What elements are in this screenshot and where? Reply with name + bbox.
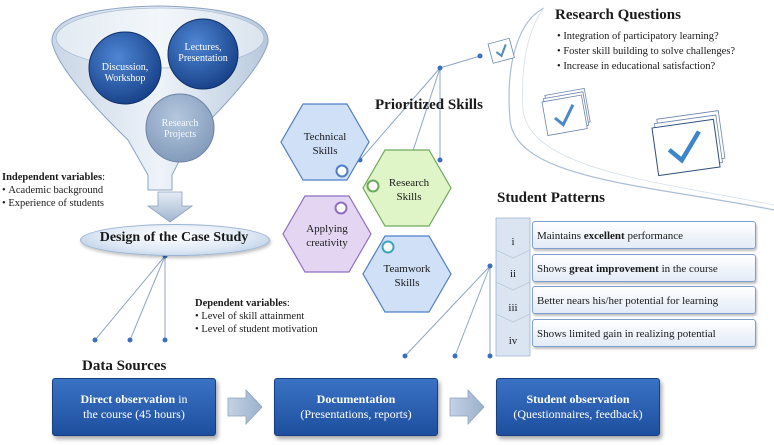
funnel-label-discussion: Discussion, Workshop: [101, 62, 149, 84]
pattern-number-4: iv: [508, 335, 518, 347]
research-questions-title: Research Questions: [555, 7, 681, 23]
source-box-subtitle: (Questionnaires, feedback): [513, 407, 643, 421]
source-box-subtitle: the course (45 hours): [83, 407, 185, 421]
source-box-title: Direct observation: [80, 392, 176, 406]
source-box-title: Documentation: [316, 392, 396, 406]
source-box-title: Student observation: [526, 392, 630, 406]
pattern-text: Shows: [537, 263, 570, 275]
patterns-connector-dots: [402, 263, 493, 359]
skills-connectors: [359, 55, 481, 161]
dependent-variables-title: Dependent variables: [195, 298, 287, 309]
source-box-direct-observation: Direct observation in the course (45 hou…: [52, 378, 216, 436]
pattern-text: Maintains: [537, 230, 584, 242]
funnel-circle-discussion: [88, 31, 162, 105]
funnel-shape: [51, 5, 269, 191]
list-item: Experience of students: [2, 197, 105, 210]
source-box-student-observation: Student observation (Questionnaires, fee…: [496, 378, 660, 436]
pattern-number-3: iii: [508, 302, 518, 314]
pattern-text: performance: [624, 230, 684, 242]
list-item: Academic background: [2, 184, 105, 197]
hex-research: [362, 149, 452, 227]
pattern-text-bold: excellent: [583, 230, 625, 242]
pattern-text: Shows limited gain in realizing potentia…: [537, 328, 716, 340]
independent-variables-title: Independent variables: [2, 172, 103, 183]
pattern-row-4: Shows limited gain in realizing potentia…: [532, 319, 756, 347]
list-item: Level of skill attainment: [195, 310, 318, 323]
list-item: Foster skill building to solve challenge…: [557, 44, 735, 59]
patterns-bar-chevrons: [495, 249, 531, 323]
divider-curve: [508, 7, 774, 211]
patterns-connectors: [404, 265, 491, 357]
hex-label-teamwork: Teamwork Skills: [383, 263, 431, 289]
pattern-row-1: Maintains excellent performance: [532, 221, 756, 249]
checklist-icon-small: [487, 37, 515, 64]
funnel-circle-lectures: [167, 18, 239, 90]
arrow-right-2: [449, 388, 485, 426]
funnel-circle-research: [145, 93, 215, 163]
design-connectors: [94, 255, 166, 341]
arrow-right-1: [227, 388, 263, 426]
list-item: Increase in educational satisfaction?: [557, 59, 735, 74]
checklist-icon-medium: [541, 87, 591, 136]
source-box-subtitle: (Presentations, reports): [300, 407, 412, 421]
pattern-number-1: i: [511, 236, 515, 248]
hex-node-rings: [334, 164, 395, 254]
hex-teamwork: [362, 235, 452, 313]
research-questions-list: Integration of participatory learning? F…: [557, 29, 735, 74]
funnel-label-research: Research Projects: [161, 118, 199, 140]
patterns-bar: [495, 217, 531, 357]
hex-label-technical: Technical Skills: [303, 131, 347, 157]
hex-label-creativity: Applying creativity: [306, 223, 348, 249]
student-patterns-title: Student Patterns: [497, 190, 605, 206]
source-box-documentation: Documentation (Presentations, reports): [274, 378, 438, 436]
design-label: Design of the Case Study: [99, 230, 249, 245]
pattern-number-2: ii: [509, 268, 517, 280]
source-box-title-rest: in: [175, 392, 188, 406]
hex-label-research: Research Skills: [388, 177, 430, 203]
pattern-row-2: Shows great improvement in the course: [532, 254, 756, 282]
independent-variables: Independent variables: Academic backgrou…: [2, 171, 105, 210]
checklist-icon-large: [651, 110, 726, 177]
pattern-text: in the course: [658, 263, 718, 275]
pattern-text-bold: great improvement: [569, 263, 659, 275]
funnel-label-lectures: Lectures, Presentation: [178, 42, 228, 64]
hex-technical: [280, 103, 370, 181]
prioritized-skills-title: Prioritized Skills: [375, 97, 483, 113]
design-oval: [80, 224, 270, 256]
pattern-row-3: Better nears his/her potential for learn…: [532, 286, 756, 314]
data-sources-title: Data Sources: [82, 358, 167, 374]
list-item: Level of student motivation: [195, 323, 317, 336]
list-item: Integration of participatory learning?: [557, 29, 735, 44]
hex-creativity: [282, 195, 372, 273]
down-arrow: [146, 191, 194, 223]
pattern-text: Better nears his/her potential for learn…: [537, 295, 719, 307]
dependent-variables: Dependent variables: Level of skill atta…: [195, 297, 318, 336]
